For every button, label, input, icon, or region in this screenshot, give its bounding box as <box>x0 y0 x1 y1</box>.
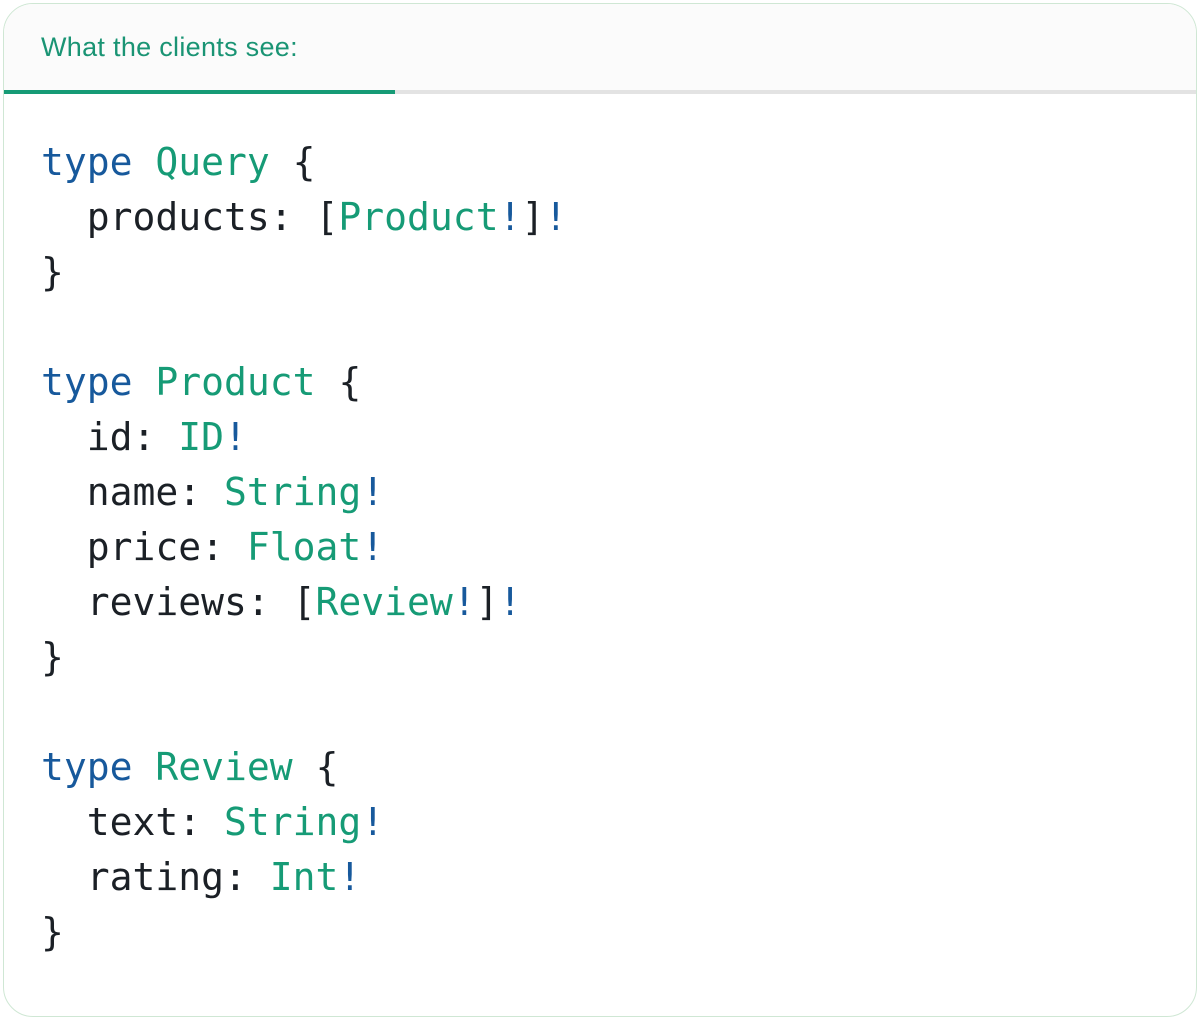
code-token-typename: String <box>224 470 362 514</box>
tab-bar: What the clients see: <box>4 4 1196 94</box>
code-block: type Query { products: [Product!]!}type … <box>4 94 1196 960</box>
code-token-plain: name: <box>41 470 225 514</box>
code-token-plain <box>133 140 156 184</box>
tab-what-clients-see[interactable]: What the clients see: <box>41 31 298 62</box>
code-token-plain: reviews: [ <box>41 580 316 624</box>
code-token-keyword: ! <box>338 855 362 899</box>
code-token-keyword: ! <box>498 580 522 624</box>
code-line <box>41 300 1176 355</box>
code-token-plain: { <box>315 360 362 404</box>
code-line: id: ID! <box>41 410 1176 465</box>
code-token-plain: id: <box>41 415 179 459</box>
code-token-keyword: ! <box>361 800 385 844</box>
code-token-plain: } <box>41 910 64 954</box>
code-line: type Product { <box>41 355 1176 410</box>
code-token-typename: ID <box>178 415 225 459</box>
code-token-typename: Product <box>338 195 499 239</box>
code-token-plain <box>133 745 156 789</box>
code-token-plain: } <box>41 250 64 294</box>
code-token-typename: Int <box>269 855 339 899</box>
code-line: type Query { <box>41 135 1176 190</box>
code-token-plain: price: <box>41 525 247 569</box>
code-line: } <box>41 905 1176 960</box>
code-token-keyword: type <box>41 140 133 184</box>
active-tab-underline <box>4 90 395 94</box>
code-token-plain: } <box>41 635 64 679</box>
code-token-keyword: ! <box>544 195 568 239</box>
code-token-typename: Product <box>155 360 316 404</box>
code-line: products: [Product!]! <box>41 190 1176 245</box>
code-token-keyword: type <box>41 360 133 404</box>
code-token-plain: ] <box>475 580 499 624</box>
code-token-typename: Query <box>155 140 270 184</box>
code-token-keyword: ! <box>361 470 385 514</box>
code-token-typename: Float <box>246 525 362 569</box>
code-line: rating: Int! <box>41 850 1176 905</box>
code-line: reviews: [Review!]! <box>41 575 1176 630</box>
code-token-keyword: ! <box>498 195 522 239</box>
code-token-plain: rating: <box>41 855 270 899</box>
code-line: text: String! <box>41 795 1176 850</box>
code-token-typename: String <box>224 800 362 844</box>
code-line: price: Float! <box>41 520 1176 575</box>
code-line: type Review { <box>41 740 1176 795</box>
code-token-typename: Review <box>155 745 293 789</box>
code-line: } <box>41 630 1176 685</box>
code-token-plain: products: [ <box>41 195 339 239</box>
schema-card: What the clients see: type Query { produ… <box>3 3 1197 1017</box>
code-token-keyword: ! <box>361 525 385 569</box>
code-token-plain <box>133 360 156 404</box>
code-line <box>41 685 1176 740</box>
code-token-typename: Review <box>315 580 453 624</box>
code-line: } <box>41 245 1176 300</box>
code-token-keyword: ! <box>224 415 247 459</box>
code-token-keyword: type <box>41 745 133 789</box>
code-token-plain: text: <box>41 800 225 844</box>
code-token-plain: { <box>269 140 316 184</box>
code-token-keyword: ! <box>452 580 476 624</box>
code-token-plain: ] <box>521 195 545 239</box>
code-line: name: String! <box>41 465 1176 520</box>
code-token-plain: { <box>292 745 339 789</box>
